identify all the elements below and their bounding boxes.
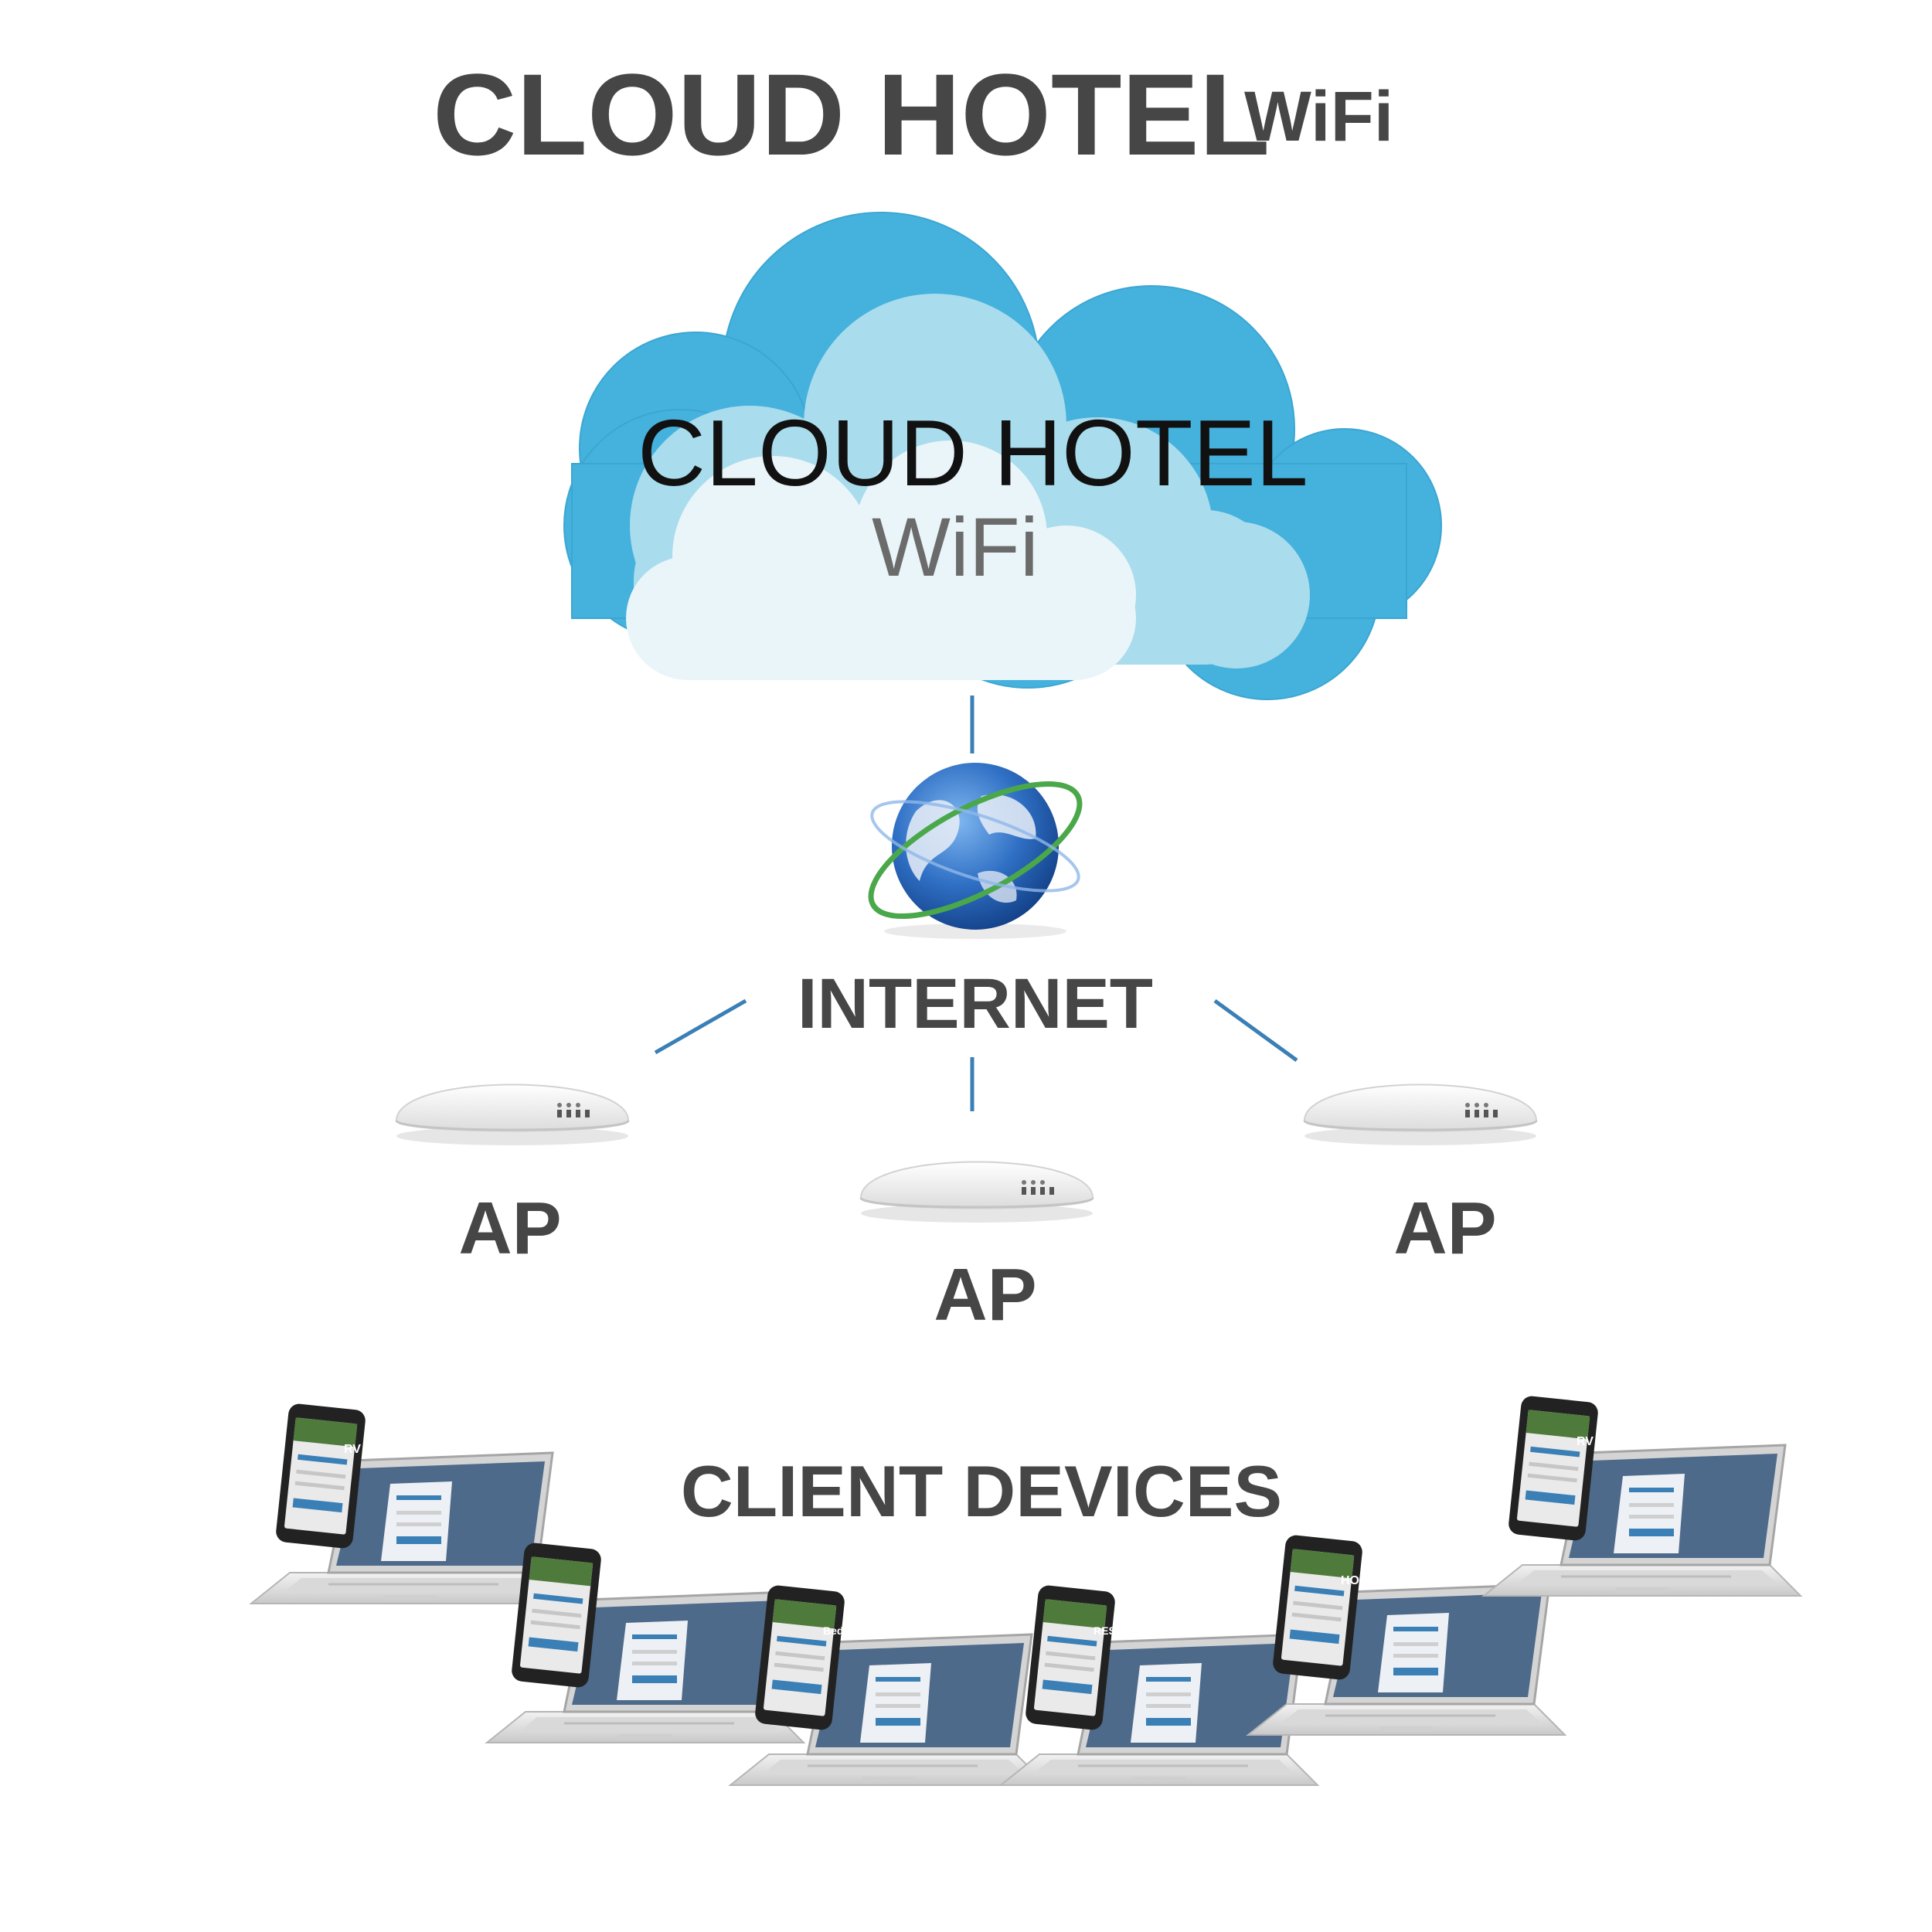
laptop-tablet-icon (1482, 1393, 1802, 1597)
laptop-tablet-icon (729, 1583, 1049, 1787)
device-screen-text: RV PARK (344, 1443, 399, 1456)
internet-ap-left-connector (654, 998, 747, 1055)
access-point-center: AP (859, 1161, 1094, 1336)
access-point-left: AP (395, 1083, 630, 1270)
laptop-tablet-icon (250, 1401, 570, 1605)
connector-lines (654, 696, 1298, 1111)
cloud-label-main: CLOUD HOTEL (638, 400, 1308, 505)
header-title-main: CLOUD HOTEL (433, 49, 1270, 179)
device-6: RV PARK (1482, 1393, 1802, 1597)
globe-icon (868, 763, 1083, 939)
access-point-right: AP (1303, 1083, 1538, 1270)
access-point-icon (1303, 1083, 1538, 1147)
device-5: HOSTEL (1247, 1532, 1566, 1736)
internet-label: INTERNET (798, 964, 1153, 1043)
device-1: RV PARK (250, 1401, 570, 1605)
device-screen-text: RESTAURANT (1094, 1624, 1168, 1637)
ap-label: AP (458, 1187, 561, 1270)
ap-label: AP (934, 1253, 1036, 1336)
ap-label: AP (1393, 1187, 1496, 1270)
device-4: RESTAURANT (999, 1583, 1319, 1787)
cloud-icon: CLOUD HOTEL WiFi (563, 212, 1442, 700)
header-title-sub: WiFi (1244, 77, 1393, 156)
access-point-icon (395, 1083, 630, 1147)
laptop-tablet-icon (999, 1583, 1319, 1787)
header-title: CLOUD HOTEL WiFi (433, 49, 1393, 179)
device-3: Bed&Breakfast (729, 1583, 1049, 1787)
laptop-tablet-icon (1247, 1532, 1566, 1736)
cloud-label-sub: WiFi (872, 500, 1039, 594)
device-screen-text: HOSTEL (1341, 1574, 1391, 1587)
client-devices-label: CLIENT DEVICES (681, 1451, 1282, 1532)
device-screen-text: Bed&Breakfast (823, 1624, 901, 1637)
access-point-icon (859, 1161, 1094, 1224)
internet-ap-right-connector (1213, 998, 1298, 1063)
device-screen-text: RV PARK (1577, 1435, 1631, 1448)
